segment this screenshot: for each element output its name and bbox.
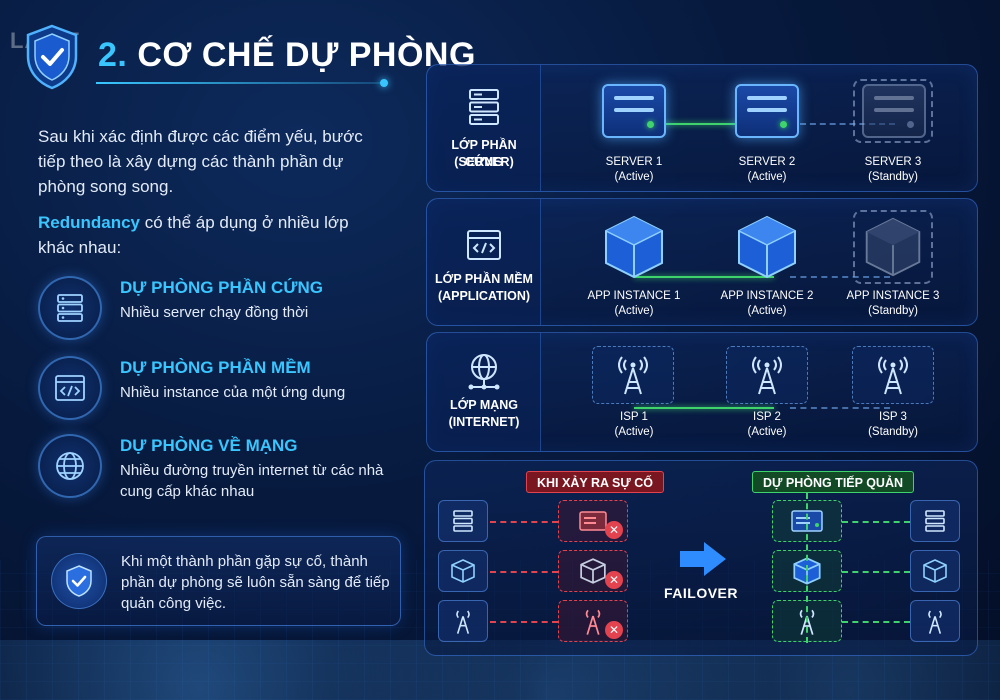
- panel-label-line2: (APPLICATION): [437, 289, 531, 303]
- node-server-3: SERVER 3 (Standby): [864, 156, 922, 183]
- active-link: [842, 521, 910, 523]
- failed-link: [490, 621, 558, 623]
- failover-label: FAILOVER: [664, 585, 739, 601]
- panel-label: LỚP MẠNG (INTERNET): [427, 333, 541, 451]
- fail-x-icon: ✕: [605, 521, 623, 539]
- mini-tower-box: [438, 600, 488, 642]
- mini-cube-box: [910, 550, 960, 592]
- node-isp-3: ISP 3 (Standby): [868, 411, 918, 438]
- connection-line: [634, 123, 764, 125]
- radio-tower-icon: [878, 356, 908, 395]
- shield-check-icon: [51, 553, 107, 609]
- active-link: [842, 571, 910, 573]
- server-icon: [735, 84, 799, 138]
- radio-tower-box: [592, 346, 674, 404]
- arrow-right-icon: [680, 542, 726, 576]
- failed-server-box: ✕: [558, 500, 628, 542]
- title-number: 2.: [98, 36, 128, 74]
- failed-tower-box: ✕: [558, 600, 628, 642]
- server-rack-icon: [38, 276, 102, 340]
- mini-server-box: [438, 500, 488, 542]
- layer-item-hardware: DỰ PHÒNG PHẦN CỨNG Nhiều server chạy đồn…: [38, 276, 398, 340]
- title-text: CƠ CHẾ DỰ PHÒNG: [137, 36, 476, 74]
- node-server-1: SERVER 1 (Active): [605, 156, 663, 183]
- shield-check-icon: [26, 24, 78, 90]
- mini-tower-box: [910, 600, 960, 642]
- cube-icon: [605, 215, 663, 279]
- incident-tag: KHI XẢY RA SỰ CỐ: [526, 471, 664, 493]
- title-underline: [96, 82, 386, 84]
- title-underline-dot: [380, 79, 388, 87]
- globe-icon: [38, 434, 102, 498]
- panel-label-line1: LỚP MẠNG: [449, 398, 519, 412]
- connection-line-standby: [790, 276, 890, 278]
- node-app-instance-2: APP INSTANCE 2 (Active): [720, 290, 814, 317]
- layer-title: DỰ PHÒNG PHẦN MỀM: [120, 358, 311, 377]
- cube-icon: [738, 215, 796, 279]
- connection-line-standby: [790, 407, 890, 409]
- active-link: [842, 621, 910, 623]
- redundancy-paragraph-text: có thể áp dụng ở nhiều lớp khác nhau:: [38, 213, 349, 257]
- failed-link: [490, 571, 558, 573]
- panel-label: LỚP PHẦN CỨNG (SERVER): [427, 65, 541, 191]
- mini-server-box: [910, 500, 960, 542]
- connection-line-standby: [800, 123, 895, 125]
- layer-item-software: DỰ PHÒNG PHẦN MỀM Nhiều instance của một…: [38, 356, 398, 420]
- layer-title: DỰ PHÒNG PHẦN CỨNG: [120, 278, 323, 297]
- layer-title: DỰ PHÒNG VỀ MẠNG: [120, 436, 298, 455]
- mini-cube-box: [438, 550, 488, 592]
- radio-tower-icon: [752, 356, 782, 395]
- redundancy-highlight: Redundancy: [38, 213, 141, 232]
- panel-label: LỚP PHẦN MỀM (APPLICATION): [427, 199, 541, 325]
- panel-network-layer: LỚP MẠNG (INTERNET): [426, 332, 978, 452]
- code-window-icon: [467, 230, 501, 260]
- code-window-icon: [38, 356, 102, 420]
- panel-label-line2: (INTERNET): [448, 415, 520, 429]
- connection-line: [634, 276, 774, 278]
- node-isp-2: ISP 2 (Active): [747, 411, 787, 438]
- node-isp-1: ISP 1 (Active): [614, 411, 654, 438]
- radio-tower-box-standby: [852, 346, 934, 404]
- layer-desc: Nhiều đường truyền internet từ các nhà c…: [120, 462, 384, 500]
- failed-link: [490, 521, 558, 523]
- standby-frame: [853, 79, 933, 143]
- takeover-vertical-link: [806, 493, 808, 643]
- node-app-instance-3: APP INSTANCE 3 (Standby): [846, 290, 940, 317]
- server-icon-standby: [862, 84, 926, 138]
- radio-tower-icon: [618, 356, 648, 395]
- fail-x-icon: ✕: [605, 621, 623, 639]
- panel-label-line1: LỚP PHẦN MỀM: [435, 272, 533, 286]
- connection-line: [634, 407, 774, 409]
- layer-desc: Nhiều server chạy đồng thời: [120, 304, 309, 321]
- panel-label-line1: LỚP PHẦN CỨNG: [451, 138, 517, 169]
- note-box: Khi một thành phần gặp sự cố, thành phần…: [36, 536, 401, 626]
- layer-item-network: DỰ PHÒNG VỀ MẠNG Nhiều đường truyền inte…: [38, 434, 398, 500]
- node-server-2: SERVER 2 (Active): [738, 156, 796, 183]
- redundancy-paragraph: Redundancy có thể áp dụng ở nhiều lớp kh…: [38, 210, 388, 260]
- takeover-tag: DỰ PHÒNG TIẾP QUẢN: [752, 471, 915, 493]
- layer-desc: Nhiều instance của một ứng dụng: [120, 384, 346, 401]
- fail-x-icon: ✕: [605, 571, 623, 589]
- cube-icon-standby: [865, 217, 921, 277]
- panel-label-line2: (SERVER): [454, 155, 514, 169]
- node-app-instance-1: APP INSTANCE 1 (Active): [587, 290, 681, 317]
- network-globe-icon: [468, 354, 500, 390]
- note-text: Khi một thành phần gặp sự cố, thành phần…: [121, 553, 390, 612]
- standby-frame: [853, 210, 933, 284]
- server-rack-icon: [469, 89, 499, 125]
- failed-cube-box: ✕: [558, 550, 628, 592]
- page-title: 2. CƠ CHẾ DỰ PHÒNG: [98, 36, 476, 75]
- intro-paragraph: Sau khi xác định được các điểm yếu, bước…: [38, 127, 363, 196]
- server-icon: [602, 84, 666, 138]
- radio-tower-box: [726, 346, 808, 404]
